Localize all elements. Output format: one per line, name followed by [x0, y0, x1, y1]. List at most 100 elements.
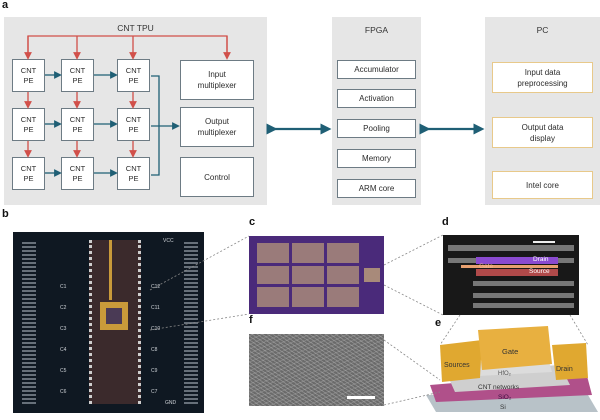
control-block: Control — [180, 157, 254, 197]
label-c7: C7 — [151, 389, 158, 395]
pe-label-cnt: CNT — [125, 65, 142, 75]
sio2-layer — [430, 372, 592, 402]
pe-label-pe: PE — [72, 75, 83, 85]
scale-bar — [533, 241, 555, 243]
label-c10: C10 — [151, 326, 161, 332]
input-multiplexer-label: Input multiplexer — [197, 70, 237, 90]
activation-label: Activation — [359, 94, 394, 103]
panel-d-letter: d — [442, 216, 449, 228]
cnt-networks-label: CNT networks — [478, 384, 520, 391]
pe-label-cnt: CNT — [125, 163, 142, 173]
label-c8: C8 — [151, 347, 158, 353]
pe-label-cnt: CNT — [20, 65, 37, 75]
memory-label: Memory — [362, 154, 391, 163]
label-c6: C6 — [60, 389, 67, 395]
pe-label-cnt: CNT — [69, 65, 86, 75]
pe-label-cnt: CNT — [20, 114, 37, 124]
activation-block: Activation — [337, 89, 416, 108]
intel-core-block: Intel core — [492, 171, 593, 199]
label-c11: C11 — [151, 305, 160, 311]
connector-f-to-e — [383, 339, 441, 381]
drain-electrode — [476, 257, 558, 264]
fpga-title: FPGA — [364, 25, 389, 35]
label-c1: C1 — [60, 284, 67, 290]
metal-line — [473, 281, 574, 286]
drain-label: Drain — [533, 256, 549, 263]
label-c2: C2 — [60, 305, 67, 311]
pe-label-pe: PE — [23, 173, 34, 183]
pe-label-cnt: CNT — [125, 114, 142, 124]
panel-f-letter: f — [249, 314, 253, 326]
pooling-label: Pooling — [363, 124, 390, 133]
output-multiplexer-block: Output multiplexer — [180, 107, 254, 147]
cnt-die — [106, 308, 122, 324]
connector-f-to-e — [383, 391, 441, 406]
label-c3: C3 — [60, 326, 67, 332]
label-c4: C4 — [60, 347, 67, 353]
input-data-preprocessing-block: Input data preprocessing — [492, 62, 593, 93]
metal-line — [473, 303, 574, 308]
gate-electrode — [461, 265, 558, 268]
label-c5: C5 — [60, 368, 67, 374]
pe-label-pe: PE — [128, 124, 139, 134]
intel-core-label: Intel core — [526, 180, 559, 190]
pe-array-row-gaps — [257, 263, 362, 266]
source-label: Source — [529, 268, 550, 275]
transistor-region — [364, 268, 380, 282]
right-pin-header — [184, 240, 198, 405]
label-gnd: GND — [165, 400, 177, 406]
metal-line — [448, 245, 574, 251]
cnt-layer — [446, 365, 570, 392]
memory-block: Memory — [337, 149, 416, 168]
gate-label: Gate — [502, 347, 518, 356]
pe-array-row-gaps — [257, 284, 362, 287]
cnt-tpu-chip-micrograph — [249, 236, 384, 314]
pe-label-pe: PE — [23, 75, 34, 85]
cnt-network-sem-image — [249, 334, 384, 406]
pc-title: PC — [536, 25, 549, 35]
hfo2-label: HfO₂ — [498, 371, 512, 377]
connector-d-to-e — [439, 314, 461, 346]
pe-label-pe: PE — [72, 124, 83, 134]
drain-label: Drain — [556, 366, 573, 373]
pcb-board-photo: VCC GND C1 C2 C3 C4 C5 C6 C12 C11 C10 C8… — [13, 232, 204, 413]
pe-array-region — [257, 243, 362, 307]
pe-label-pe: PE — [128, 75, 139, 85]
gate-electrode — [478, 326, 552, 370]
label-vcc: VCC — [163, 238, 174, 244]
pooling-block: Pooling — [337, 119, 416, 138]
pe-label-cnt: CNT — [69, 114, 86, 124]
connector-d-to-e — [569, 314, 589, 346]
metal-line — [473, 293, 574, 298]
drain-electrode — [552, 343, 588, 380]
gate-label: Gate — [479, 263, 494, 270]
accumulator-label: Accumulator — [354, 65, 399, 74]
chip-package — [89, 240, 141, 404]
accumulator-block: Accumulator — [337, 60, 416, 79]
si-layer — [426, 395, 598, 412]
cnt-tpu-title: CNT TPU — [117, 23, 154, 33]
output-data-display-label: Output data display — [521, 122, 564, 143]
output-multiplexer-label: Output multiplexer — [197, 117, 237, 137]
sources-label: Sources — [444, 362, 470, 369]
label-c9: C9 — [151, 368, 158, 374]
panel-e-letter: e — [435, 317, 442, 329]
panel-c-letter: c — [249, 216, 256, 228]
scale-bar — [347, 396, 375, 399]
panel-a-letter: a — [2, 0, 9, 11]
pe-label-cnt: CNT — [20, 163, 37, 173]
pe-label-cnt: CNT — [69, 163, 86, 173]
left-pin-header — [22, 240, 36, 405]
pe-label-pe: PE — [72, 173, 83, 183]
input-data-preprocessing-label: Input data preprocessing — [517, 67, 568, 88]
fpga-panel: FPGA — [332, 17, 421, 205]
sio2-label: SiO₂ — [498, 394, 512, 401]
sources-electrode — [440, 340, 482, 382]
